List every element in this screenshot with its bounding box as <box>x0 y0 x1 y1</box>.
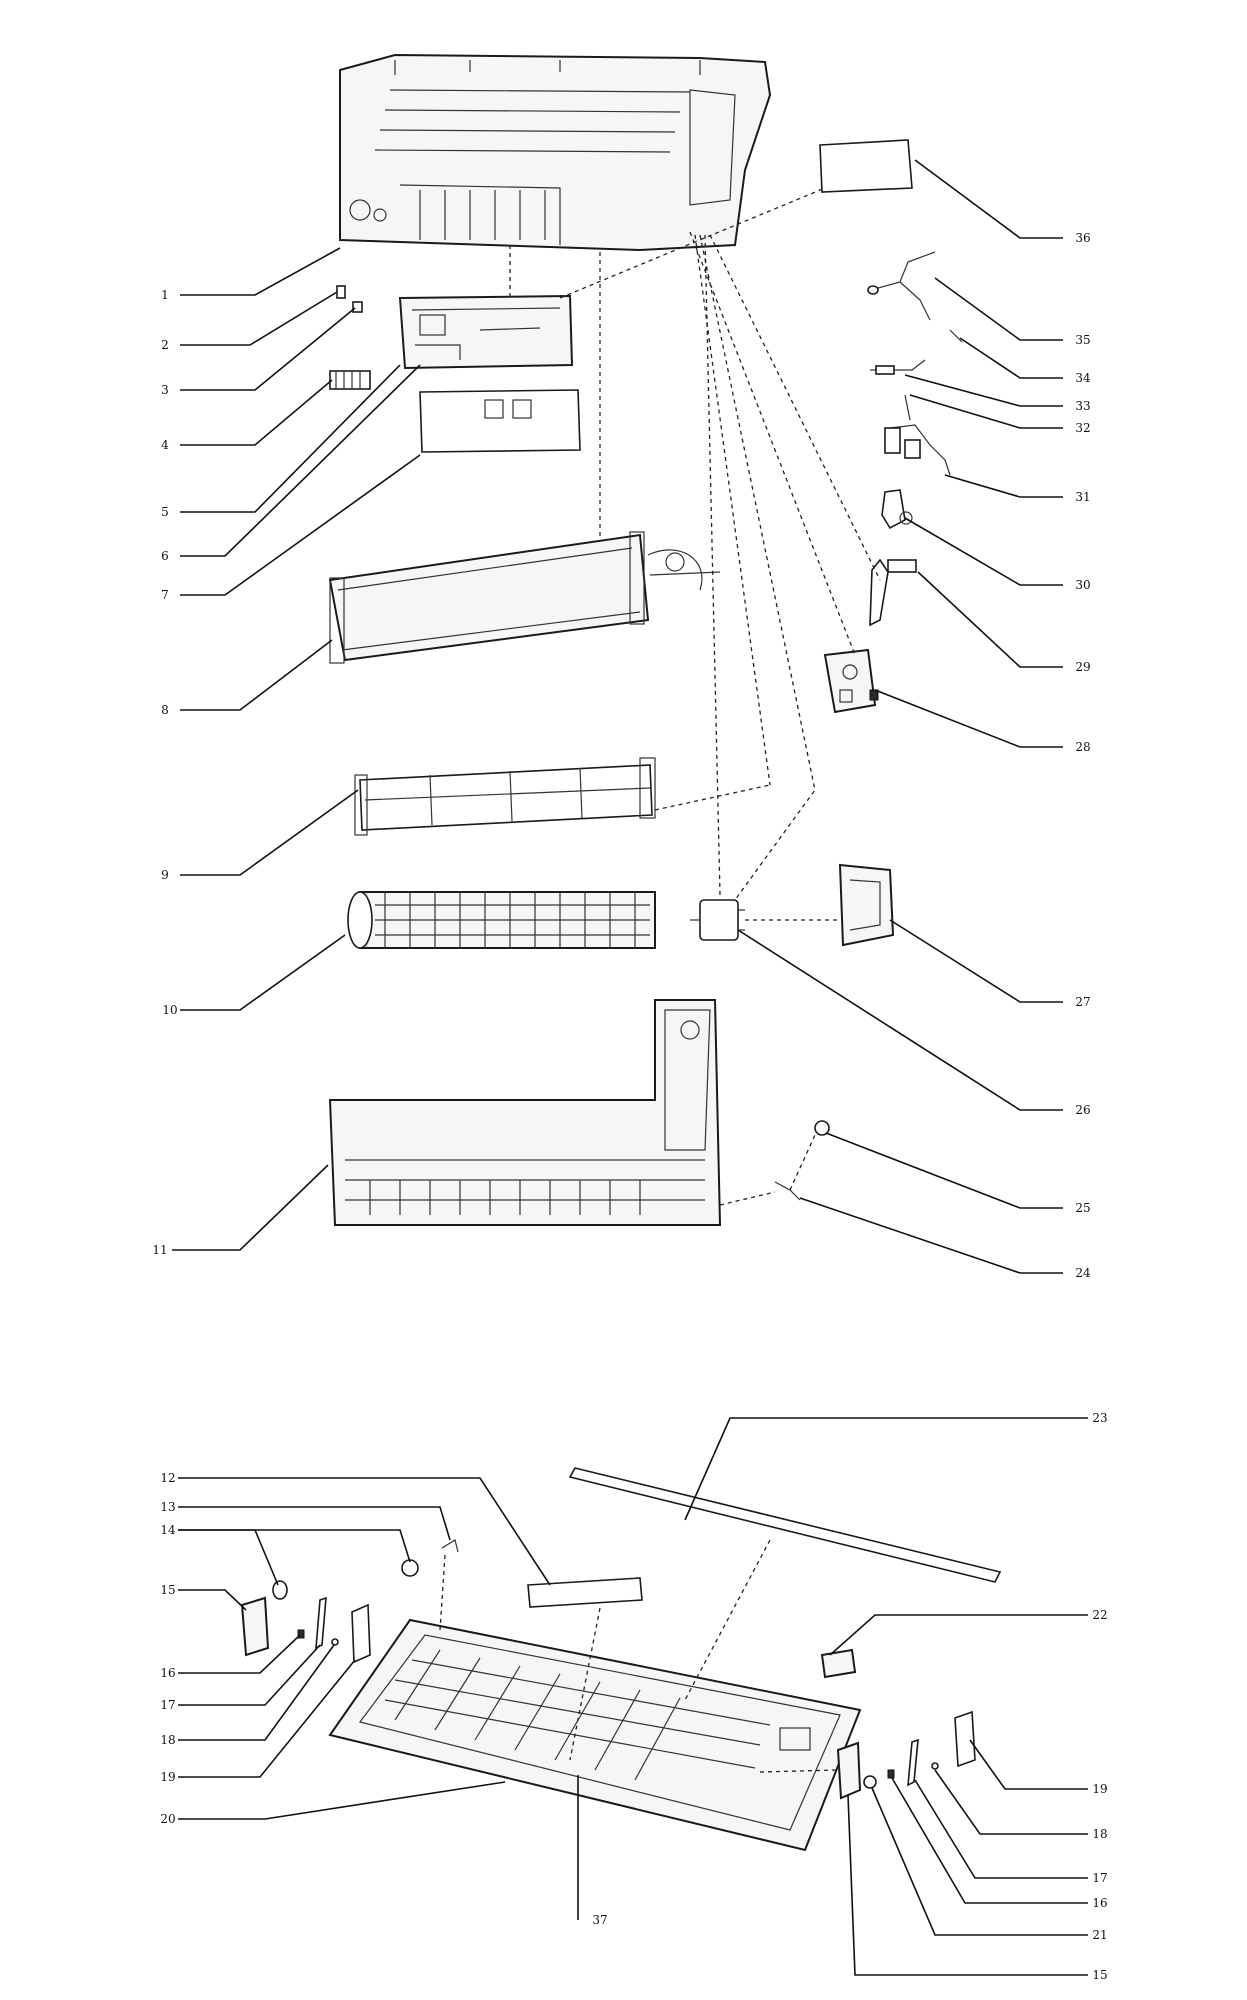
motor-bracket-part <box>838 863 895 947</box>
callout-5: 5 <box>161 505 169 519</box>
callout-12: 12 <box>160 1471 175 1485</box>
pipe-fitting-part <box>774 1120 830 1201</box>
callout-32: 32 <box>1075 421 1090 435</box>
side-bracket-right-part <box>836 1741 862 1800</box>
callout-31: 31 <box>1075 490 1090 504</box>
callout-16-left: 16 <box>160 1666 175 1680</box>
callout-16-right: 16 <box>1092 1896 1107 1910</box>
assembly-path-lines <box>509 187 881 1206</box>
callout-33: 33 <box>1075 399 1090 413</box>
display-window-part <box>527 1577 643 1608</box>
trim-strip-part <box>568 1467 1002 1583</box>
small-part-13 <box>441 1539 459 1553</box>
hinge-set-right-part <box>863 1710 976 1789</box>
callout-35: 35 <box>1075 333 1090 347</box>
air-guide-part <box>354 757 656 836</box>
callout-29: 29 <box>1075 660 1090 674</box>
callout-labels: 1 2 3 4 5 6 7 8 9 10 11 36 35 34 33 32 3… <box>152 231 1107 1982</box>
evaporator-part <box>328 531 721 664</box>
callout-19-right: 19 <box>1092 1782 1107 1796</box>
control-box-part <box>398 294 574 370</box>
callout-8: 8 <box>161 703 169 717</box>
pipe-bracket-35-part <box>867 251 936 321</box>
hinge-set-left-part <box>297 1596 371 1664</box>
callout-9: 9 <box>161 868 169 882</box>
callout-4: 4 <box>161 438 169 452</box>
module-36-part <box>819 139 913 193</box>
sensor-bracket-part <box>869 558 917 627</box>
cross-flow-fan-part <box>347 891 656 949</box>
callout-7: 7 <box>161 588 169 602</box>
fan-motor-part <box>690 899 745 941</box>
small-part-14 <box>272 1559 419 1600</box>
callout-1: 1 <box>161 288 169 302</box>
callout-11: 11 <box>152 1243 167 1257</box>
callout-23: 23 <box>1092 1411 1107 1425</box>
side-bracket-left-part <box>240 1596 270 1657</box>
sensor-wire-part <box>870 329 963 375</box>
callout-13: 13 <box>160 1500 175 1514</box>
callout-34: 34 <box>1075 371 1091 385</box>
callout-22: 22 <box>1092 1608 1107 1622</box>
callout-28: 28 <box>1075 740 1090 754</box>
callout-18-left: 18 <box>160 1733 175 1747</box>
module-22-part <box>820 1648 857 1679</box>
callout-15-left: 15 <box>160 1583 175 1597</box>
callout-2: 2 <box>161 338 169 352</box>
chassis-frame-part <box>339 53 772 252</box>
callout-15-right: 15 <box>1092 1968 1107 1982</box>
leader-lines <box>172 159 1088 1976</box>
electrical-cover-part <box>419 389 581 453</box>
callout-25: 25 <box>1075 1201 1090 1215</box>
callout-37: 37 <box>592 1913 607 1927</box>
valve-assembly-part <box>884 394 951 476</box>
callout-14: 14 <box>160 1523 176 1537</box>
front-panel-part <box>328 1618 862 1852</box>
callout-17-left: 17 <box>160 1698 175 1712</box>
callout-30: 30 <box>1075 578 1090 592</box>
stepper-assembly-part <box>823 648 879 714</box>
callout-10: 10 <box>162 1003 177 1017</box>
callout-26: 26 <box>1075 1103 1090 1117</box>
callout-27: 27 <box>1075 995 1090 1009</box>
terminal-block-part <box>329 370 371 390</box>
base-pan-part <box>328 999 722 1226</box>
callout-20: 20 <box>160 1812 175 1826</box>
solenoid-part <box>881 489 913 530</box>
callout-36: 36 <box>1075 231 1090 245</box>
callout-21: 21 <box>1092 1928 1107 1942</box>
callout-6: 6 <box>161 549 169 563</box>
callout-3: 3 <box>161 383 169 397</box>
callout-24: 24 <box>1075 1266 1091 1280</box>
callout-18-right: 18 <box>1092 1827 1107 1841</box>
assembly-path-lines-lower <box>439 1539 839 1773</box>
callout-19-left: 19 <box>160 1770 175 1784</box>
callout-17-right: 17 <box>1092 1871 1107 1885</box>
small-clip-part <box>336 285 363 313</box>
